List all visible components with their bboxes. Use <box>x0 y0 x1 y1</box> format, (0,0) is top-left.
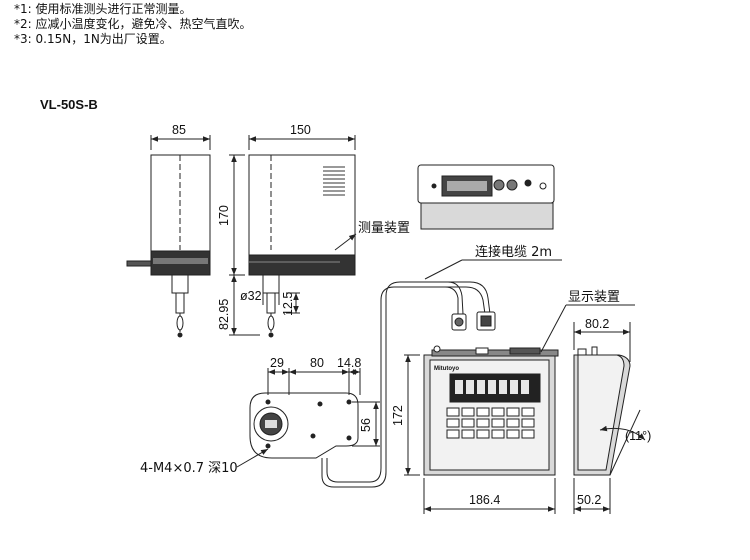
dim-angle: (11°) <box>625 429 651 443</box>
label-measuring-unit: 测量装置 <box>358 221 410 236</box>
dim-d32: ø32 <box>240 289 262 303</box>
label-holes: 4-M4×0.7 深10 <box>140 461 238 476</box>
vent-grille <box>323 166 345 196</box>
display-side-view <box>573 322 646 514</box>
brand-logo: Mitutoyo <box>434 366 459 372</box>
display-rear-view <box>417 164 555 230</box>
label-cable: 连接电缆 2m <box>475 244 552 260</box>
digit-display <box>455 380 529 394</box>
dim-29: 29 <box>270 356 284 370</box>
dim-150: 150 <box>290 123 311 137</box>
dim-14-8: 14.8 <box>337 356 361 370</box>
dim-170: 170 <box>217 205 231 226</box>
connection-cable <box>321 281 496 488</box>
model-title: VL-50S-B <box>40 97 98 112</box>
dim-80: 80 <box>310 356 324 370</box>
dim-80-2: 80.2 <box>585 317 609 331</box>
label-display-unit: 显示装置 <box>568 290 620 305</box>
dim-85: 85 <box>172 123 186 137</box>
dim-12-5: 12.5 <box>281 292 295 316</box>
front-view <box>229 135 356 338</box>
display-front-view <box>404 345 559 514</box>
keypad <box>446 407 535 439</box>
head-plan-view <box>249 368 380 459</box>
note-2: *2: 应减小温度变化，避免冷、热空气直吹。 <box>14 17 252 31</box>
dim-50-2: 50.2 <box>577 493 601 507</box>
dim-172: 172 <box>391 405 405 426</box>
side-view <box>126 135 211 338</box>
dim-56: 56 <box>359 418 373 432</box>
note-1: *1: 使用标准测头进行正常测量。 <box>14 2 192 16</box>
dim-186-4: 186.4 <box>469 493 500 507</box>
dim-82-95: 82.95 <box>217 299 231 330</box>
note-3: *3: 0.15N，1N为出厂设置。 <box>14 32 172 46</box>
